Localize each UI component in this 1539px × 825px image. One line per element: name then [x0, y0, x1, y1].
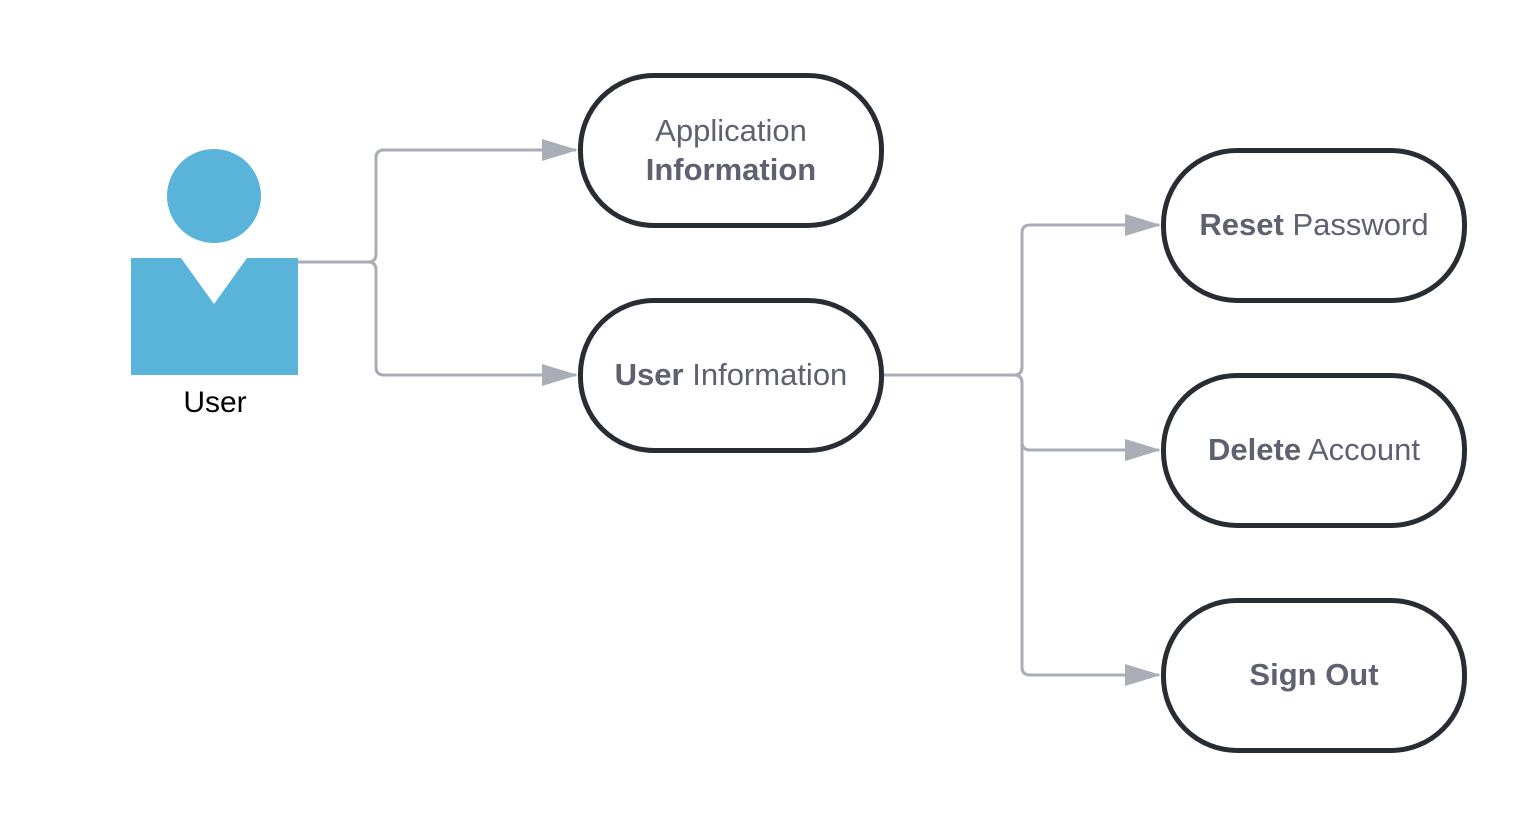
connector-to-reset-password	[884, 214, 1161, 377]
node-reset-password-bold: Reset	[1199, 207, 1284, 243]
actor-label: User	[183, 386, 247, 419]
node-delete-account-regular: Account	[1301, 432, 1420, 468]
connector-to-sign-out	[884, 373, 1161, 686]
connector-user-to-user-info	[298, 260, 578, 386]
node-delete-account[interactable]: Delete Account	[1161, 373, 1467, 528]
node-delete-account-text: Delete Account	[1208, 431, 1420, 470]
node-application-information-line1: Application	[655, 112, 807, 148]
node-reset-password[interactable]: Reset Password	[1161, 148, 1467, 303]
node-application-information-line2: Information	[645, 151, 817, 187]
node-application-information-text: Application Information	[646, 112, 817, 190]
node-reset-password-regular: Password	[1283, 207, 1429, 243]
node-user-information-bold: User	[614, 357, 684, 393]
node-reset-password-text: Reset Password	[1199, 206, 1428, 245]
node-delete-account-bold: Delete	[1208, 432, 1302, 468]
node-user-information-regular: Information	[683, 357, 848, 393]
node-user-information-text: User Information	[615, 356, 848, 395]
node-sign-out-bold: Sign Out	[1249, 657, 1379, 693]
node-user-information[interactable]: User Information	[578, 298, 884, 453]
person-icon	[131, 149, 298, 375]
connector-user-to-app-info	[298, 139, 578, 264]
node-sign-out-text: Sign Out	[1249, 656, 1378, 695]
node-sign-out[interactable]: Sign Out	[1161, 598, 1467, 753]
node-application-information[interactable]: Application Information	[578, 73, 884, 228]
